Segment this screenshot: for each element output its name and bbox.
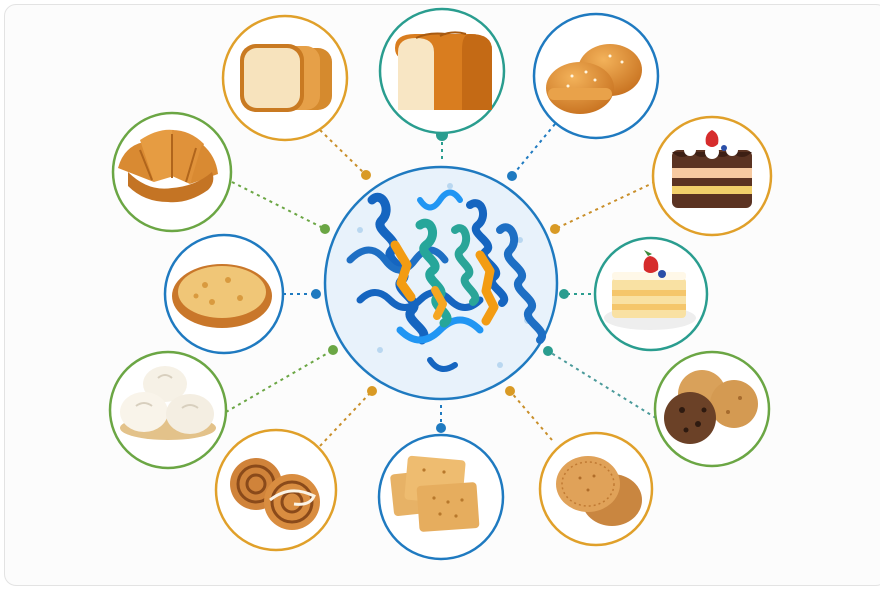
connector-crackers (436, 405, 446, 433)
center-protein-node (325, 167, 557, 399)
connector-layer-cake (550, 182, 655, 234)
connector-pizza (283, 289, 321, 299)
node-sliced-bread[interactable] (223, 16, 347, 140)
pizza-icon (172, 264, 272, 328)
node-steamed-buns[interactable] (110, 352, 226, 468)
node-burger-buns[interactable] (534, 14, 658, 138)
node-cinnamon-rolls[interactable] (216, 430, 336, 550)
node-round-biscuits[interactable] (540, 433, 652, 545)
node-croissant[interactable] (113, 113, 231, 231)
node-cake-slice[interactable] (595, 238, 707, 350)
node-bread-loaf[interactable] (380, 9, 504, 133)
connector-croissant (232, 182, 330, 234)
connector-sliced-bread (320, 130, 371, 180)
node-crackers[interactable] (379, 435, 503, 559)
bread-loaf-icon (395, 32, 492, 110)
connector-round-biscuits (505, 386, 552, 440)
node-layer-cake[interactable] (653, 117, 771, 235)
node-chocolate-chip-cookies[interactable] (655, 352, 769, 466)
connector-steamed-buns (226, 345, 338, 412)
sliced-bread-icon (240, 44, 332, 112)
connector-chocolate-chip-cookies (543, 346, 656, 418)
connector-cinnamon-rolls (320, 386, 377, 446)
node-pizza[interactable] (165, 235, 283, 353)
connector-burger-buns (507, 124, 555, 181)
connector-cake-slice (559, 289, 598, 299)
